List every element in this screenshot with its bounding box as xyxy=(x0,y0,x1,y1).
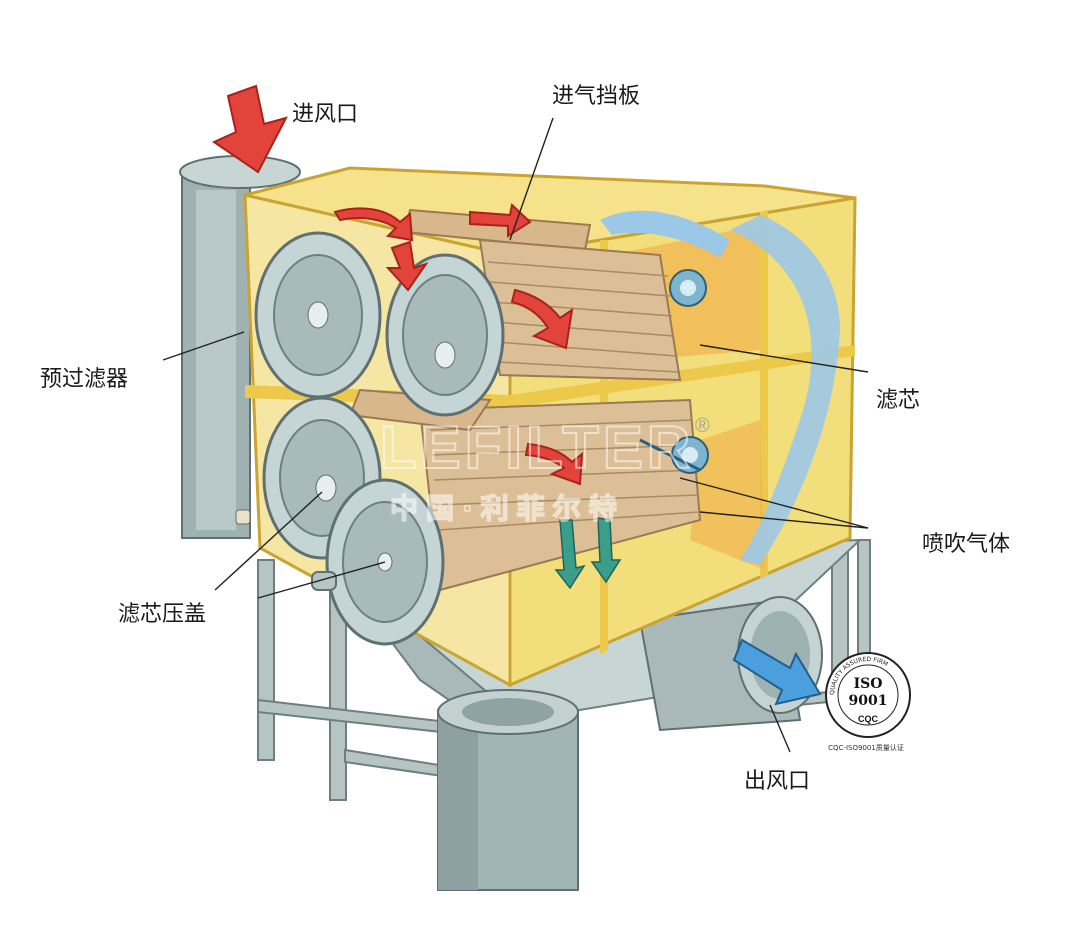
brand-watermark: LEFILTER ® 中国·利菲尔特 xyxy=(379,413,710,526)
label-inlet-baffle: 进气挡板 xyxy=(552,84,641,109)
label-inlet: 进风口 xyxy=(292,102,359,127)
cap-top-left xyxy=(254,231,382,399)
iso-caption: CQC-ISO9001质量认证 xyxy=(828,743,904,752)
pulse-valves xyxy=(639,269,709,474)
cartridge-caps xyxy=(254,231,505,646)
label-pre-filter: 预过滤器 xyxy=(40,367,129,392)
iso-standard: ISO xyxy=(854,676,883,692)
label-filter-cartridge: 滤芯 xyxy=(876,388,921,413)
iso-certification-badge: QUALITY ASSURED FIRM ISO 9001 CQC CQC-IS… xyxy=(825,652,911,752)
leader-lines xyxy=(162,117,869,753)
cap-top-right xyxy=(385,253,505,417)
iso-body: CQC xyxy=(858,714,879,724)
watermark-registered: ® xyxy=(695,415,710,437)
label-cartridge-cover: 滤芯压盖 xyxy=(118,602,207,627)
outlet-air-arrow xyxy=(732,638,822,706)
watermark-cn: 中国·利菲尔特 xyxy=(390,492,625,525)
filter-cartridges xyxy=(348,238,702,592)
watermark-latin: LEFILTER xyxy=(380,414,694,481)
pre-filter-column xyxy=(179,155,301,539)
label-outlet: 出风口 xyxy=(744,769,811,794)
inlet-air-arrows xyxy=(211,84,584,486)
iso-number: 9001 xyxy=(849,693,888,709)
discharge-pipe xyxy=(437,689,579,891)
label-pulse-gas: 喷吹气体 xyxy=(922,532,1011,557)
pulse-gas-arrows xyxy=(554,517,622,590)
